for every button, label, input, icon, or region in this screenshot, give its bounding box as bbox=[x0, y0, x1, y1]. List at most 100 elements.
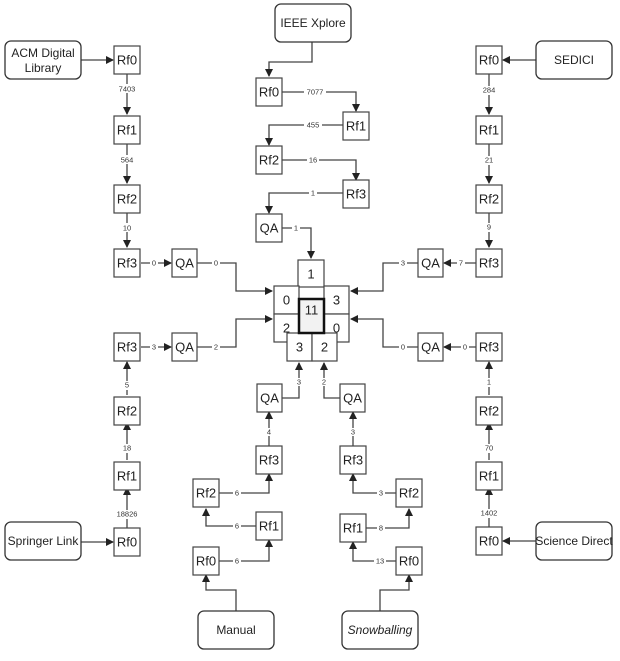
sciencedirect-pipeline: Science Direct Rf0 Rf1 Rf2 Rf3 QA 1402 7… bbox=[350, 315, 613, 561]
springer-count-rf1-rf2: 18 bbox=[123, 444, 131, 453]
ieee-rf2[interactable] bbox=[255, 145, 283, 175]
arrow bbox=[197, 262, 273, 295]
arrow bbox=[282, 159, 360, 181]
acm-rf3-label: Rf3 bbox=[117, 256, 137, 271]
acm-count-rf1-rf2: 564 bbox=[121, 156, 134, 165]
arrow bbox=[202, 508, 256, 527]
arrow bbox=[197, 315, 273, 348]
sedici-rf0[interactable] bbox=[475, 45, 503, 75]
ieee-count-rf3-qa: 1 bbox=[311, 189, 315, 198]
source-springer[interactable] bbox=[4, 521, 82, 561]
springer-rf2[interactable] bbox=[113, 396, 141, 426]
sedici-rf3-label: Rf3 bbox=[479, 256, 499, 271]
sedici-rf1[interactable] bbox=[475, 115, 503, 145]
manual-rf2[interactable] bbox=[192, 478, 220, 508]
center-cell-ieee-value: 1 bbox=[307, 267, 314, 282]
manual-qa-label: QA bbox=[260, 391, 279, 406]
arrow bbox=[366, 508, 413, 529]
springer-rf1[interactable] bbox=[113, 461, 141, 491]
sedici-rf2[interactable] bbox=[475, 184, 503, 214]
manual-count-rf0-rf1: 6 bbox=[235, 557, 239, 566]
sciencedirect-rf2-label: Rf2 bbox=[479, 404, 499, 419]
acm-rf3[interactable] bbox=[113, 248, 141, 278]
source-ieee[interactable] bbox=[274, 3, 352, 43]
acm-count-rf3-qa: 0 bbox=[152, 259, 156, 268]
manual-qa[interactable] bbox=[256, 383, 283, 413]
sedici-rf3[interactable] bbox=[475, 248, 503, 278]
acm-rf1-label: Rf1 bbox=[117, 123, 137, 138]
snowballing-rf0[interactable] bbox=[395, 546, 423, 576]
sciencedirect-count-rf0-rf1: 1402 bbox=[481, 509, 498, 518]
sciencedirect-rf3[interactable] bbox=[475, 332, 503, 362]
sedici-pipeline: SEDICI Rf0 Rf1 Rf2 Rf3 QA 284 21 9 7 3 bbox=[350, 40, 613, 295]
acm-rf0-label: Rf0 bbox=[117, 53, 137, 68]
manual-rf1[interactable] bbox=[255, 511, 283, 541]
springer-rf0[interactable] bbox=[113, 527, 141, 557]
center-total-box[interactable] bbox=[297, 297, 326, 335]
sciencedirect-rf2[interactable] bbox=[475, 396, 503, 426]
sciencedirect-qa-label: QA bbox=[421, 340, 440, 355]
source-ieee-label: IEEE Xplore bbox=[280, 16, 346, 30]
snowballing-rf2[interactable] bbox=[395, 478, 423, 508]
arrow bbox=[202, 574, 237, 612]
center-cell-manual-value: 3 bbox=[296, 340, 303, 355]
manual-rf3-label: Rf3 bbox=[259, 453, 279, 468]
sedici-qa[interactable] bbox=[417, 248, 444, 278]
acm-rf2[interactable] bbox=[113, 184, 141, 214]
springer-rf3[interactable] bbox=[113, 332, 141, 362]
manual-pipeline: Manual Rf0 Rf1 Rf2 Rf3 QA 6 6 6 4 3 bbox=[192, 362, 303, 650]
snowballing-rf3[interactable] bbox=[339, 445, 367, 475]
source-manual[interactable] bbox=[197, 610, 275, 650]
source-acm[interactable] bbox=[4, 40, 82, 80]
sciencedirect-rf1[interactable] bbox=[475, 461, 503, 491]
center-cell-springer-value: 2 bbox=[283, 321, 290, 336]
snowballing-qa-label: QA bbox=[343, 391, 362, 406]
center-cell-sciencedirect-value: 0 bbox=[333, 321, 340, 336]
ieee-pipeline: IEEE Xplore Rf0 Rf1 Rf2 Rf3 QA 7077 455 … bbox=[255, 3, 370, 259]
snowballing-rf1[interactable] bbox=[339, 513, 367, 543]
arrow bbox=[265, 192, 343, 214]
acm-qa[interactable] bbox=[171, 248, 198, 278]
manual-rf0[interactable] bbox=[192, 546, 220, 576]
acm-rf1[interactable] bbox=[113, 115, 141, 145]
source-sciencedirect[interactable] bbox=[535, 521, 613, 561]
sedici-count-qa-out: 3 bbox=[401, 259, 405, 268]
source-sedici[interactable] bbox=[535, 40, 613, 80]
manual-rf3[interactable] bbox=[255, 445, 283, 475]
sciencedirect-rf3-label: Rf3 bbox=[479, 340, 499, 355]
sciencedirect-qa[interactable] bbox=[417, 332, 444, 362]
arrow bbox=[219, 473, 273, 494]
ieee-qa-label: QA bbox=[260, 221, 279, 236]
manual-rf2-label: Rf2 bbox=[196, 486, 216, 501]
springer-qa-label: QA bbox=[175, 340, 194, 355]
source-snowballing[interactable] bbox=[341, 610, 419, 650]
source-manual-label: Manual bbox=[216, 623, 255, 637]
springer-count-qa-out: 2 bbox=[214, 343, 218, 352]
center-cell-ieee[interactable] bbox=[297, 259, 325, 288]
source-sedici-label: SEDICI bbox=[554, 53, 594, 67]
ieee-rf0[interactable] bbox=[255, 77, 283, 107]
ieee-rf3[interactable] bbox=[342, 179, 370, 209]
ieee-rf1[interactable] bbox=[342, 111, 370, 141]
snowballing-count-rf2-rf3: 3 bbox=[379, 489, 383, 498]
springer-qa[interactable] bbox=[171, 332, 198, 362]
center-cell-snowballing[interactable] bbox=[311, 332, 338, 362]
arrow bbox=[219, 539, 273, 562]
snowballing-qa[interactable] bbox=[339, 383, 366, 413]
snowballing-pipeline: Snowballing Rf0 Rf1 Rf2 Rf3 QA 13 8 3 3 … bbox=[320, 362, 423, 650]
sciencedirect-rf0-label: Rf0 bbox=[479, 534, 499, 549]
ieee-count-rf0-rf1: 7077 bbox=[307, 88, 324, 97]
sciencedirect-count-qa-out: 0 bbox=[401, 343, 405, 352]
sciencedirect-rf0[interactable] bbox=[475, 526, 503, 556]
ieee-count-rf2-rf3: 16 bbox=[309, 156, 317, 165]
springer-rf3-label: Rf3 bbox=[117, 340, 137, 355]
acm-rf0[interactable] bbox=[113, 45, 141, 75]
springer-rf2-label: Rf2 bbox=[117, 404, 137, 419]
source-snowballing-label: Snowballing bbox=[348, 623, 413, 637]
springer-count-rf0-rf1: 18826 bbox=[117, 510, 138, 519]
snowballing-count-rf3-qa: 3 bbox=[351, 428, 355, 437]
center-cell-acm[interactable] bbox=[273, 285, 300, 315]
snowballing-rf0-label: Rf0 bbox=[399, 554, 419, 569]
ieee-qa[interactable] bbox=[255, 213, 283, 243]
center-cell-manual[interactable] bbox=[286, 332, 313, 362]
